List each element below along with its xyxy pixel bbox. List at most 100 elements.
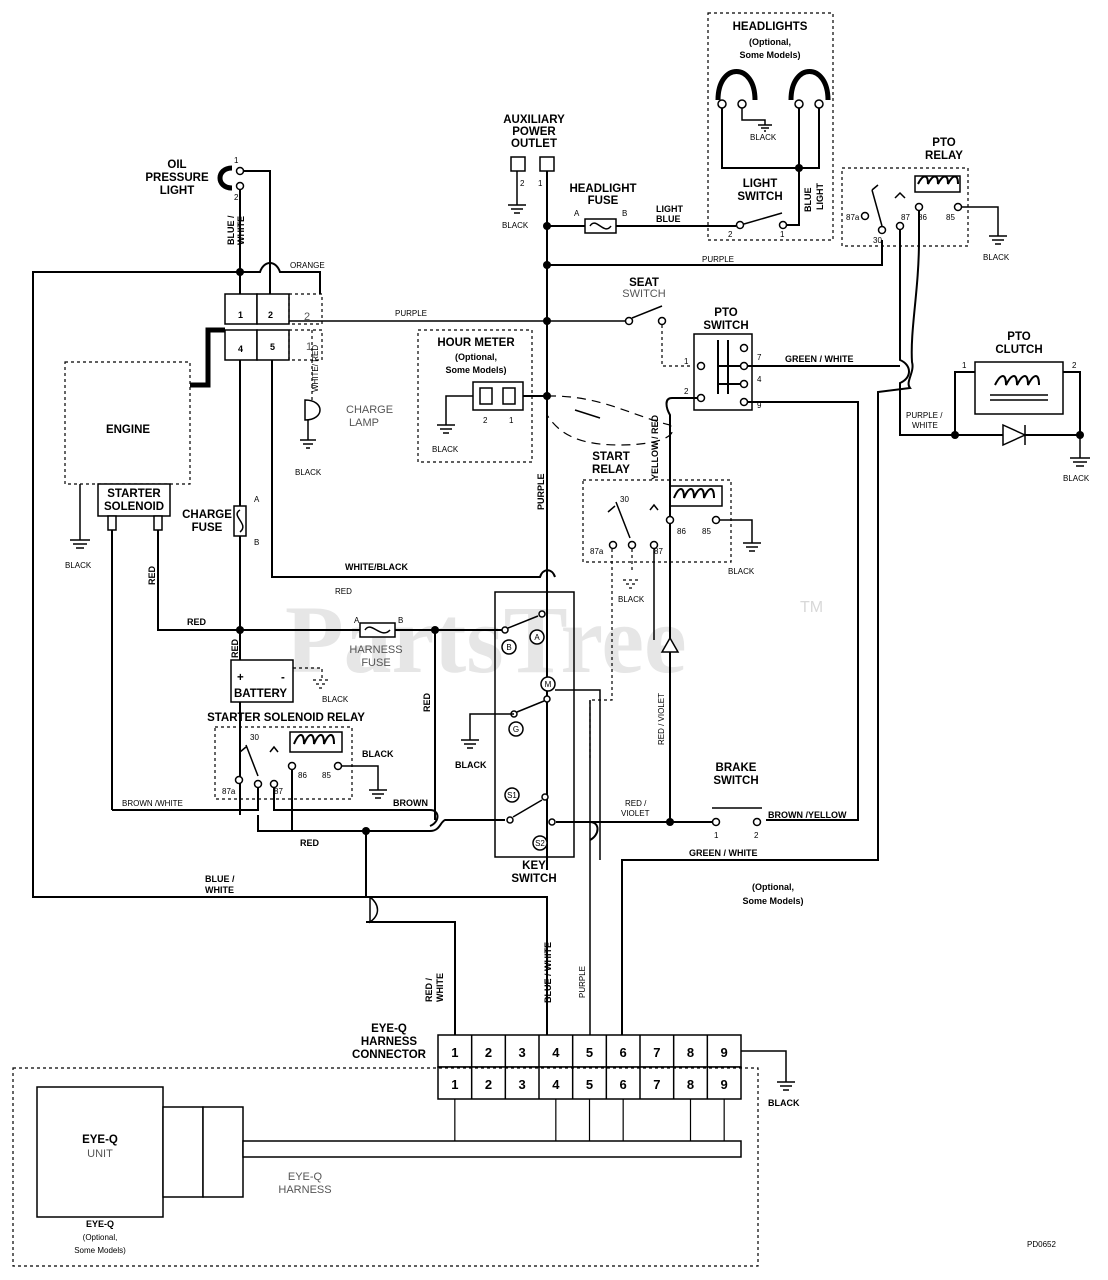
- key-position-label: B: [506, 643, 511, 652]
- terminal-label: 4: [757, 375, 762, 384]
- hour-meter-label: HOUR METER: [437, 337, 515, 349]
- wire-label-black: BLACK: [65, 561, 92, 570]
- terminal-label: 30: [250, 733, 259, 742]
- wire-label-white: WHITE: [236, 216, 246, 245]
- oil-light-label-2: PRESSURE: [145, 172, 209, 184]
- terminal-label: B: [622, 209, 627, 218]
- wire-label-white: WHITE: [912, 421, 938, 430]
- terminal-label: 2: [754, 831, 759, 840]
- seat-switch-label: SEAT: [629, 277, 659, 289]
- seat-switch-terminal-2: [657, 316, 667, 326]
- wire-label-blue: BLUE: [803, 188, 813, 213]
- pto-relay-box: [841, 167, 969, 247]
- headlight-left-icon: [715, 69, 758, 101]
- eyeq-connector-label: EYE-Q: [371, 1023, 407, 1035]
- pto-clutch-label: PTO: [1007, 331, 1030, 343]
- terminal-label: 85: [702, 527, 711, 536]
- light-switch-terminal-2: [735, 220, 745, 230]
- brake-switch-label-2: SWITCH: [713, 775, 758, 787]
- wire-label-black: BLACK: [618, 595, 645, 604]
- wire-label-green-white: GREEN / WHITE: [689, 848, 758, 858]
- terminal-label: 2: [234, 193, 239, 202]
- connector-pin-bottom-2: 2: [485, 1077, 492, 1092]
- key-switch-box: [494, 591, 575, 858]
- pto-relay-label: PTO: [932, 137, 955, 149]
- eyeq-harness-label: EYE-Q: [288, 1171, 323, 1183]
- wire-label-black: BLACK: [768, 1098, 800, 1108]
- wire-label-purple: PURPLE: [578, 966, 587, 998]
- charge-lamp-label: CHARGE: [346, 404, 393, 416]
- connector-pin-top-6: 6: [620, 1045, 627, 1060]
- wire-label-purple: PURPLE: [395, 309, 427, 318]
- wire-label-black: BLACK: [1063, 474, 1090, 483]
- wire-label-white: WHITE: [205, 885, 234, 895]
- oil-pressure-light-group: OIL PRESSURE LIGHT 1 2 BLUE / WHITE: [145, 156, 271, 294]
- connector-pin-top-4: 4: [552, 1045, 560, 1060]
- pto-switch-label-2: SWITCH: [703, 320, 748, 332]
- terminal-label: 1: [509, 416, 514, 425]
- connector-pin-top-1: 1: [451, 1045, 458, 1060]
- connector-pin-top-2: 2: [485, 1045, 492, 1060]
- wire-label-black: BLACK: [750, 133, 777, 142]
- pto-relay-group: PTO RELAY 87a 30 87 86 85 BLACK: [621, 137, 1010, 1040]
- oil-light-icon: [217, 165, 233, 191]
- terminal-label: 86: [298, 771, 307, 780]
- wire-label-black: BLACK: [502, 221, 529, 230]
- terminal-label: 4: [238, 344, 243, 354]
- wire-label-blue: BLUE /: [205, 874, 235, 884]
- terminal-label: B: [254, 538, 259, 547]
- terminal-label: 1: [780, 230, 785, 239]
- charge-fuse-group: CHARGE FUSE A B: [182, 495, 260, 547]
- battery-group: + - BATTERY BLACK: [230, 659, 349, 704]
- connector-pin-bottom-3: 3: [519, 1077, 526, 1092]
- connector-pin-bottom-6: 6: [620, 1077, 627, 1092]
- terminal-label: 30: [873, 236, 882, 245]
- wire-label-green-white: GREEN / WHITE: [785, 354, 854, 364]
- terminal-label: 1: [306, 341, 312, 353]
- wire-label-white: WHITE: [435, 973, 445, 1002]
- battery-label: BATTERY: [234, 688, 287, 700]
- wire-label-red: RED: [422, 692, 432, 712]
- aux-outlet-group: AUXILIARY POWER OUTLET 2 1 BLACK HEADLIG…: [502, 114, 736, 870]
- start-relay-label: START: [592, 451, 629, 463]
- terminal-label: B: [398, 616, 403, 625]
- diode-icon: [660, 636, 680, 653]
- headlight-fuse-label-2: FUSE: [588, 195, 619, 207]
- terminal-label: 2: [684, 387, 689, 396]
- terminal-label: 9: [757, 401, 762, 410]
- wire-label-blue: BLUE: [656, 214, 681, 224]
- drawing-id: PD0652: [1027, 1240, 1056, 1249]
- wire-label-red: RED: [300, 838, 320, 848]
- seat-switch-group: SEAT SWITCH: [622, 277, 692, 367]
- wire-label-black: BLACK: [362, 749, 394, 759]
- wire-label-brown: BROWN: [393, 798, 428, 808]
- terminal-label: 7: [757, 353, 762, 362]
- eyeq-group: EYE-Q UNIT EYE-Q HARNESS EYE-Q (Optional…: [12, 1067, 759, 1267]
- eyeq-unit-label: EYE-Q: [82, 1134, 118, 1146]
- connector-pin-top-9: 9: [721, 1045, 728, 1060]
- wire-label-brown-white: BROWN /WHITE: [122, 799, 183, 808]
- optional-note-2: Some Models): [742, 896, 803, 906]
- wire-label-black: BLACK: [455, 760, 487, 770]
- oil-light-label: OIL: [167, 159, 186, 171]
- key-position-s1: [504, 787, 520, 803]
- wire-label-white-black: WHITE/BLACK: [345, 562, 408, 572]
- key-position-label: M: [545, 680, 552, 689]
- wire-label-brown-yellow: BROWN /YELLOW: [768, 810, 847, 820]
- light-switch-label-2: SWITCH: [737, 191, 782, 203]
- pto-clutch-box: [974, 361, 1064, 415]
- terminal-label: 86: [677, 527, 686, 536]
- seat-switch-terminal-1: [624, 316, 634, 326]
- connector-pin-top-5: 5: [586, 1045, 593, 1060]
- connector-pin-bottom-5: 5: [586, 1077, 593, 1092]
- terminal-label: 1: [238, 310, 243, 320]
- terminal-label: 87: [274, 787, 283, 796]
- headlight-right-icon: [788, 69, 831, 101]
- eyeq-connector-group: EYE-Q HARNESS CONNECTOR 1122334455667788…: [352, 1023, 800, 1141]
- terminal-label: 87a: [846, 213, 860, 222]
- pto-switch-group: PTO SWITCH 1 2 7 4 9 GREEN / WHITE YELLO…: [650, 307, 900, 821]
- charge-fuse-label-2: FUSE: [192, 522, 223, 534]
- optional-note: (Optional,: [752, 882, 794, 892]
- outlet-terminal-2: [510, 156, 526, 172]
- key-position-b: [501, 639, 517, 655]
